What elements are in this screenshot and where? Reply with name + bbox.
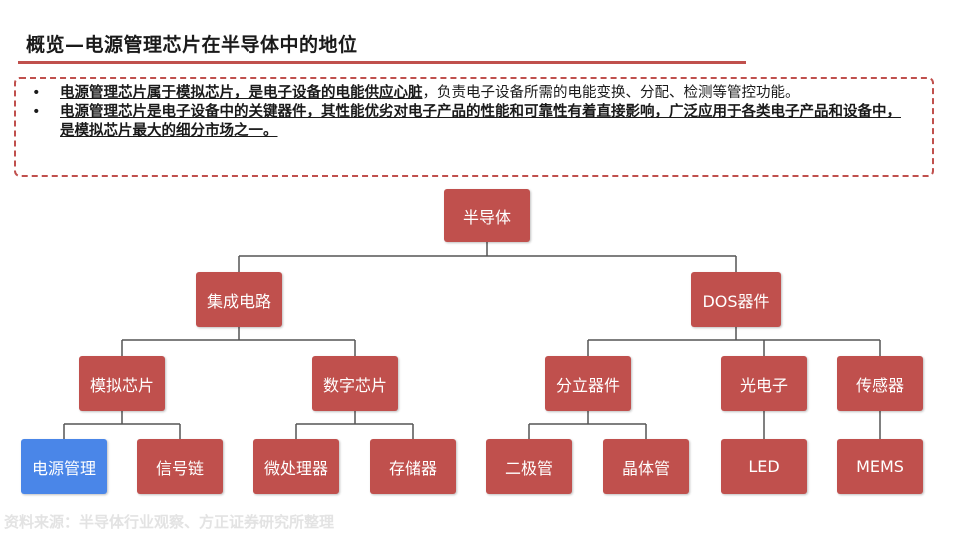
node-diode: 二极管 <box>486 439 572 494</box>
title-underline <box>18 61 746 64</box>
bullet-1-text: ，负责电子设备所需的电能变换、分配、检测等管控功能。 <box>422 85 800 101</box>
node-signal-chain: 信号链 <box>137 439 223 494</box>
node-microprocessor: 微处理器 <box>253 439 339 494</box>
bullet-1: 电源管理芯片属于模拟芯片，是电子设备的电能供应心脏，负责电子设备所需的电能变换、… <box>30 84 910 103</box>
node-dos-devices: DOS器件 <box>691 272 781 327</box>
node-integrated-circuit: 集成电路 <box>196 272 282 327</box>
node-transistor: 晶体管 <box>603 439 689 494</box>
node-discrete-device: 分立器件 <box>545 356 631 411</box>
node-optoelectronics: 光电子 <box>721 356 807 411</box>
node-led: LED <box>721 439 807 494</box>
source-note: 资料来源：半导体行业观察、方正证券研究所整理 <box>4 513 335 531</box>
bullet-2: 电源管理芯片是电子设备中的关键器件，其性能优劣对电子产品的性能和可靠性有着直接影… <box>30 103 910 141</box>
summary-bullets: 电源管理芯片属于模拟芯片，是电子设备的电能供应心脏，负责电子设备所需的电能变换、… <box>30 84 910 141</box>
page-title: 概览—电源管理芯片在半导体中的地位 <box>26 34 358 56</box>
node-power-management: 电源管理 <box>21 439 107 494</box>
node-digital-chip: 数字芯片 <box>312 356 398 411</box>
node-memory: 存储器 <box>370 439 456 494</box>
node-semiconductor: 半导体 <box>444 189 530 242</box>
summary-box <box>14 77 934 177</box>
node-analog-chip: 模拟芯片 <box>79 356 165 411</box>
node-mems: MEMS <box>837 439 923 494</box>
bullet-1-bold: 电源管理芯片属于模拟芯片，是电子设备的电能供应心脏 <box>60 85 423 101</box>
node-sensor: 传感器 <box>837 356 923 411</box>
bullet-2-bold: 电源管理芯片是电子设备中的关键器件，其性能优劣对电子产品的性能和可靠性有着直接影… <box>60 104 901 139</box>
